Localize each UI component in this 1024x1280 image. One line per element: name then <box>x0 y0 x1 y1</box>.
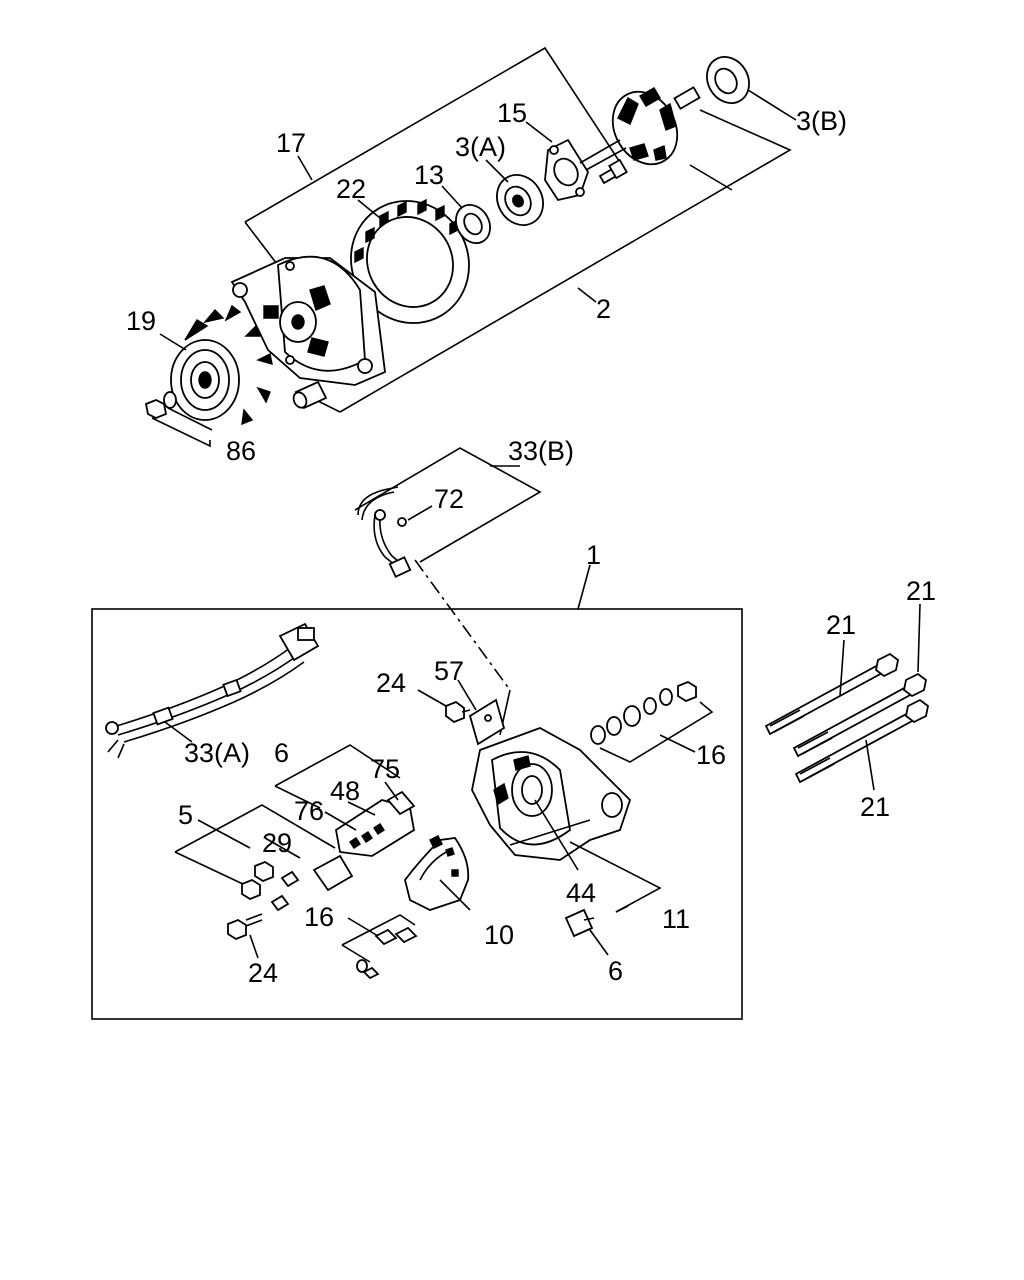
leader-75 <box>384 781 399 801</box>
part-29-plate <box>312 854 354 892</box>
label-16-right: 16 <box>696 740 726 770</box>
label-44: 44 <box>566 878 596 908</box>
leader-13 <box>441 185 463 209</box>
part-5-screws <box>241 860 300 912</box>
label-19: 19 <box>126 306 156 336</box>
leader-15 <box>525 121 553 143</box>
part-rotor <box>579 86 701 171</box>
leader-57 <box>457 679 477 711</box>
leader-76 <box>324 811 357 831</box>
leader-3b <box>747 89 797 121</box>
label-72: 72 <box>434 484 464 514</box>
part-24-bolt-lower <box>227 913 263 941</box>
leader-21a <box>839 639 845 697</box>
leader-22 <box>357 199 381 219</box>
label-33a: 33(A) <box>184 738 250 768</box>
leader-33a <box>164 721 193 743</box>
label-3a: 3(A) <box>455 132 506 162</box>
leader-72 <box>407 505 433 521</box>
label-21c: 21 <box>860 792 890 822</box>
part-19-pulley <box>170 304 273 426</box>
part-57-plate <box>468 698 506 746</box>
label-6-lower: 6 <box>608 956 623 986</box>
leader-11-bracket <box>569 841 662 913</box>
assembly-1-box <box>91 608 743 1020</box>
part-86-nut-washer <box>144 391 213 448</box>
part-13-ring <box>455 204 491 244</box>
leader-6-bracket <box>274 744 401 787</box>
leader-16-lower <box>347 917 379 937</box>
label-15: 15 <box>497 98 527 128</box>
leader-6-lower <box>274 785 321 809</box>
part-15-retainer <box>544 138 589 202</box>
part-16-washers-right <box>590 680 714 763</box>
label-13: 13 <box>414 160 444 190</box>
part-22-stator <box>350 198 470 324</box>
part-3a-bearing <box>496 174 544 226</box>
part-33a-harness <box>105 622 320 759</box>
leader-48 <box>347 801 376 816</box>
label-33b: 33(B) <box>508 436 574 466</box>
frame-sleeve <box>292 380 328 410</box>
leader-1 <box>577 564 591 610</box>
label-57: 57 <box>434 656 464 686</box>
label-21b: 21 <box>906 576 936 606</box>
label-24-lower: 24 <box>248 958 278 988</box>
label-5: 5 <box>178 800 193 830</box>
retainer-screw <box>598 158 628 185</box>
leader-2 <box>577 287 597 303</box>
label-48: 48 <box>330 776 360 806</box>
label-86: 86 <box>226 436 256 466</box>
label-3b: 3(B) <box>796 106 847 136</box>
leader-5 <box>197 819 251 849</box>
label-76: 76 <box>294 796 324 826</box>
leader-21c <box>865 739 875 791</box>
callout-labels: 17 22 13 3(A) 15 3(B) 2 19 86 33(B) 72 1… <box>126 98 936 988</box>
label-6-upper: 6 <box>274 738 289 768</box>
leader-10 <box>439 879 471 911</box>
part-33b-harness <box>354 447 542 578</box>
part-11-rear-frame <box>471 727 632 861</box>
leader-29 <box>264 837 301 859</box>
label-22: 22 <box>336 174 366 204</box>
label-16-lower: 16 <box>304 902 334 932</box>
part-6-terminal <box>564 908 595 938</box>
label-75: 75 <box>370 754 400 784</box>
label-29: 29 <box>262 828 292 858</box>
label-17: 17 <box>276 128 306 158</box>
label-24-upper: 24 <box>376 668 406 698</box>
leader-24-lower <box>249 934 259 959</box>
part-3b-bearing <box>706 56 750 104</box>
leader-3a <box>485 159 509 183</box>
leader-17 <box>297 155 313 181</box>
leader-44 <box>534 799 579 871</box>
leader-16-right <box>659 734 696 753</box>
label-2: 2 <box>596 294 611 324</box>
leader-5-bracket <box>174 804 336 853</box>
leader-21b <box>917 603 921 673</box>
label-1: 1 <box>586 540 601 570</box>
part-75-brush-holder <box>335 790 416 857</box>
upper-group-lines <box>244 46 792 413</box>
leader-19 <box>159 333 187 351</box>
part-16-lower <box>341 914 418 980</box>
leader-11 <box>615 905 629 913</box>
label-10: 10 <box>484 920 514 950</box>
part-21-bolts <box>764 652 929 784</box>
part-24-bolt-upper <box>445 700 471 724</box>
leader-6-terminal <box>589 929 609 956</box>
label-21a: 21 <box>826 610 856 640</box>
label-11: 11 <box>662 904 690 934</box>
leader-24-upper <box>417 689 447 707</box>
leader-5-lower <box>174 851 246 886</box>
part-17-front-frame <box>230 255 386 386</box>
